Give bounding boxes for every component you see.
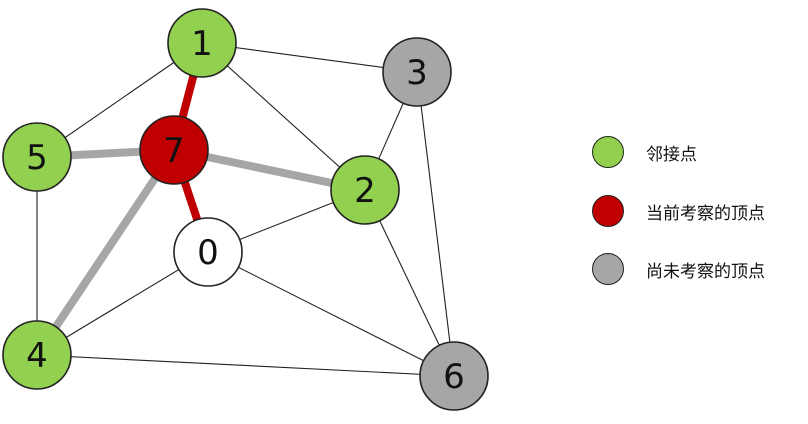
node-circle (2, 320, 72, 390)
node-circle (330, 155, 400, 225)
node-circle (167, 8, 237, 78)
node-circle (173, 217, 243, 287)
node-circle (419, 341, 489, 411)
node-6: 6 (419, 341, 489, 411)
legend-label: 尚未考察的顶点 (646, 261, 765, 282)
edge-1-2 (201, 42, 366, 191)
node-circle (2, 122, 72, 192)
node-0: 0 (173, 217, 243, 287)
node-label: 2 (354, 171, 376, 211)
current-swatch-icon (592, 195, 624, 227)
node-label: 1 (191, 24, 213, 64)
node-3: 3 (382, 37, 452, 107)
node-label: 4 (26, 336, 48, 376)
unvisited-swatch-icon (592, 253, 624, 285)
node-label: 6 (443, 357, 465, 397)
node-label: 0 (197, 233, 219, 273)
node-label: 5 (26, 138, 48, 178)
legend-item-neighbor: 邻接点 (592, 134, 697, 170)
node-circle (382, 37, 452, 107)
node-1: 1 (167, 8, 237, 78)
legend-label: 邻接点 (646, 144, 697, 165)
edge-4-6 (36, 354, 455, 377)
node-label: 3 (406, 53, 428, 93)
node-4: 4 (2, 320, 72, 390)
graph-diagram: 1 3 5 7 2 0 4 6 (2, 8, 489, 411)
node-5: 5 (2, 122, 72, 192)
legend-label: 当前考察的顶点 (646, 203, 765, 224)
legend: 邻接点 当前考察的顶点 尚未考察的顶点 (592, 0, 808, 424)
edge-1-3 (201, 42, 418, 73)
legend-item-unvisited: 尚未考察的顶点 (592, 251, 765, 287)
edge-3-6 (416, 71, 455, 377)
node-2: 2 (330, 155, 400, 225)
edge-7-4 (33, 147, 178, 358)
node-7: 7 (139, 115, 209, 185)
legend-item-current: 当前考察的顶点 (592, 193, 765, 229)
edge-0-6 (207, 251, 455, 377)
neighbor-swatch-icon (592, 136, 624, 168)
node-label: 7 (163, 131, 185, 171)
graph-nodes: 1 3 5 7 2 0 4 6 (2, 8, 489, 411)
node-circle (139, 115, 209, 185)
